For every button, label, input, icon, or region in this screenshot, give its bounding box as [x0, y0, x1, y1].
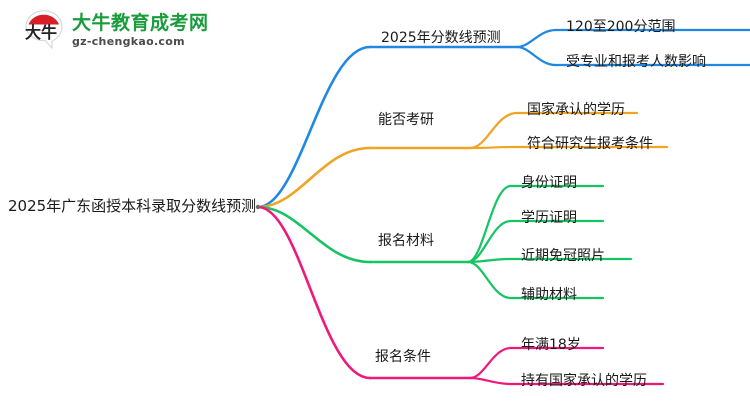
- logo-text-block: 大牛教育成考网 gz-chengkao.com: [72, 11, 209, 48]
- logo-title: 大牛教育成考网: [72, 11, 209, 34]
- mindmap-leaf-node-4-1[interactable]: 年满18岁: [521, 337, 581, 353]
- mindmap-branch-node-3[interactable]: 报名材料: [378, 233, 434, 249]
- mindmap-branch-node-4[interactable]: 报名条件: [375, 349, 431, 365]
- logo-badge-icon: 大牛: [22, 8, 66, 52]
- mindmap-leaf-node-1-2[interactable]: 受专业和报考人数影响: [566, 54, 706, 70]
- mindmap-leaf-node-1-1[interactable]: 120至200分范围: [566, 19, 676, 35]
- mindmap-leaf-node-2-1[interactable]: 国家承认的学历: [527, 102, 625, 118]
- mindmap-branch-node-2[interactable]: 能否考研: [378, 112, 434, 128]
- mindmap-leaf-node-3-2[interactable]: 学历证明: [521, 210, 577, 226]
- mindmap-root-node[interactable]: 2025年广东函授本科录取分数线预测: [8, 197, 257, 215]
- mindmap-leaf-node-3-4[interactable]: 辅助材料: [521, 287, 577, 303]
- mindmap-leaf-node-2-2[interactable]: 符合研究生报考条件: [527, 136, 653, 152]
- svg-text:大牛: 大牛: [25, 23, 57, 42]
- site-logo: 大牛 大牛教育成考网 gz-chengkao.com: [22, 6, 212, 54]
- mindmap-leaf-node-4-2[interactable]: 持有国家承认的学历: [521, 373, 647, 389]
- mindmap-branch-node-1[interactable]: 2025年分数线预测: [381, 30, 501, 46]
- logo-subtitle: gz-chengkao.com: [72, 34, 185, 48]
- mindmap-leaf-node-3-3[interactable]: 近期免冠照片: [521, 248, 605, 264]
- mindmap-leaf-node-3-1[interactable]: 身份证明: [521, 175, 577, 191]
- mindmap-root-anchor: [255, 204, 261, 210]
